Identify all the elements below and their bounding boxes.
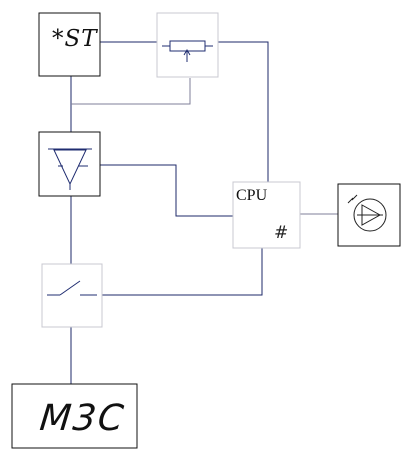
amplifier-triangle-icon <box>48 148 92 190</box>
wire-feedback-to-pot <box>71 78 191 105</box>
m3c-label: M3C <box>37 398 128 439</box>
wire-pot-to-cpu <box>218 41 269 182</box>
potentiometer-icon <box>162 40 213 62</box>
st-block <box>38 12 101 77</box>
st-label: *ST <box>52 26 98 52</box>
switch-icon <box>47 280 97 296</box>
cpu-label: CPU <box>236 187 268 204</box>
lamp-display-icon <box>347 194 387 232</box>
wires <box>70 41 338 384</box>
cpu-port-label: # <box>274 223 289 243</box>
m3c-block <box>11 383 138 449</box>
wire-cpu-to-switch <box>102 248 263 296</box>
cpu-block <box>232 181 301 249</box>
potentiometer-block <box>156 12 219 78</box>
wire-amp-to-cpu <box>100 164 233 217</box>
